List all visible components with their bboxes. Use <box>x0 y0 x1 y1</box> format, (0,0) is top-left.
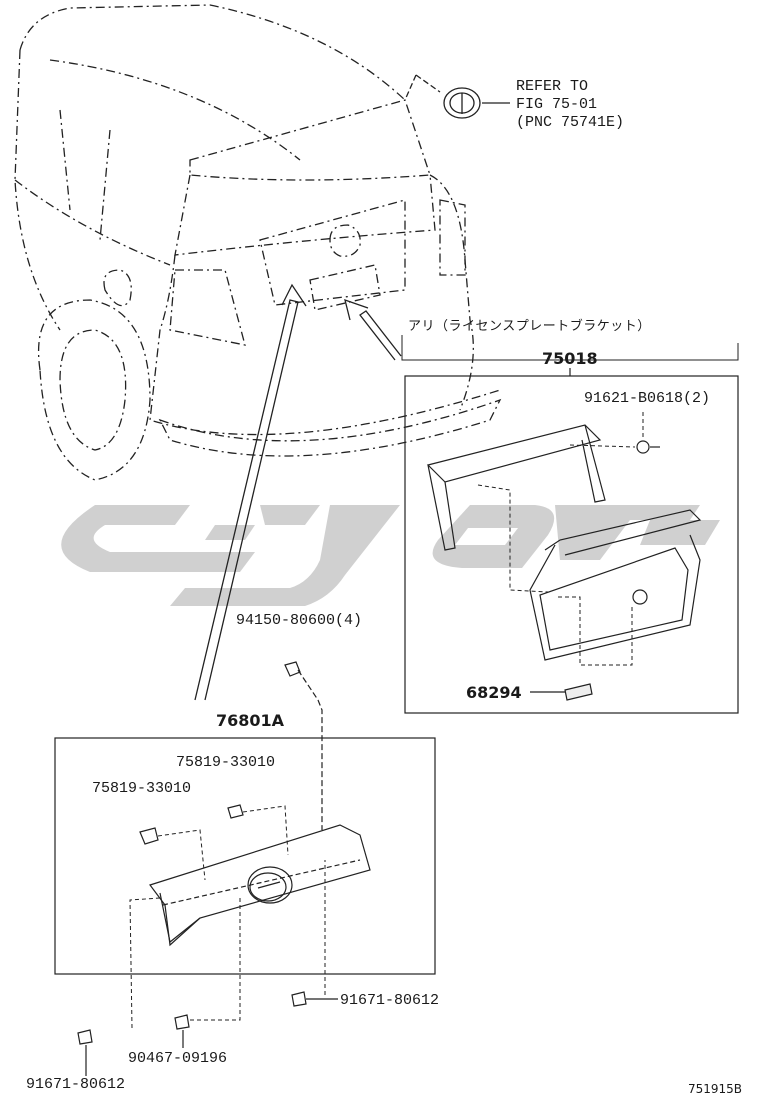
part-90467[interactable]: 90467-09196 <box>128 1050 228 1067</box>
box-76801A <box>54 737 436 975</box>
part-68294[interactable]: 68294 <box>466 683 522 702</box>
box-75018 <box>404 368 739 714</box>
figure-id: 751915B <box>688 1082 743 1096</box>
part-76801A[interactable]: 76801A <box>216 711 285 730</box>
refer-line-3: (PNC 75741E) <box>516 114 625 131</box>
bracket-note: アリ（ライセンスプレートブラケット） <box>408 319 651 334</box>
license-bracket <box>426 424 702 701</box>
part-91621[interactable]: 91621-B0618(2) <box>584 390 711 407</box>
part-94150[interactable]: 94150-80600(4) <box>236 612 363 629</box>
garnish-dashed-guides <box>129 805 326 1029</box>
part-75819-top[interactable]: 75819-33010 <box>176 754 276 771</box>
vehicle-rear-outline <box>14 4 502 481</box>
refer-line-2: FIG 75-01 <box>516 96 598 113</box>
part-75819-left[interactable]: 75819-33010 <box>92 780 192 797</box>
back-door-garnish <box>139 804 371 947</box>
bracket-dashed-guides <box>477 412 644 666</box>
brand-watermark-icon <box>61 505 720 606</box>
pointer-arrows <box>194 283 402 701</box>
note-leader <box>401 335 739 361</box>
part-75018[interactable]: 75018 <box>542 349 598 368</box>
part-91671-right[interactable]: 91671-80612 <box>340 992 440 1009</box>
toyota-emblem-icon <box>404 74 510 119</box>
fasteners <box>77 991 338 1076</box>
part-91671-left[interactable]: 91671-80612 <box>26 1076 126 1093</box>
refer-line-1: REFER TO <box>516 78 589 95</box>
clip-94150 <box>284 661 323 830</box>
